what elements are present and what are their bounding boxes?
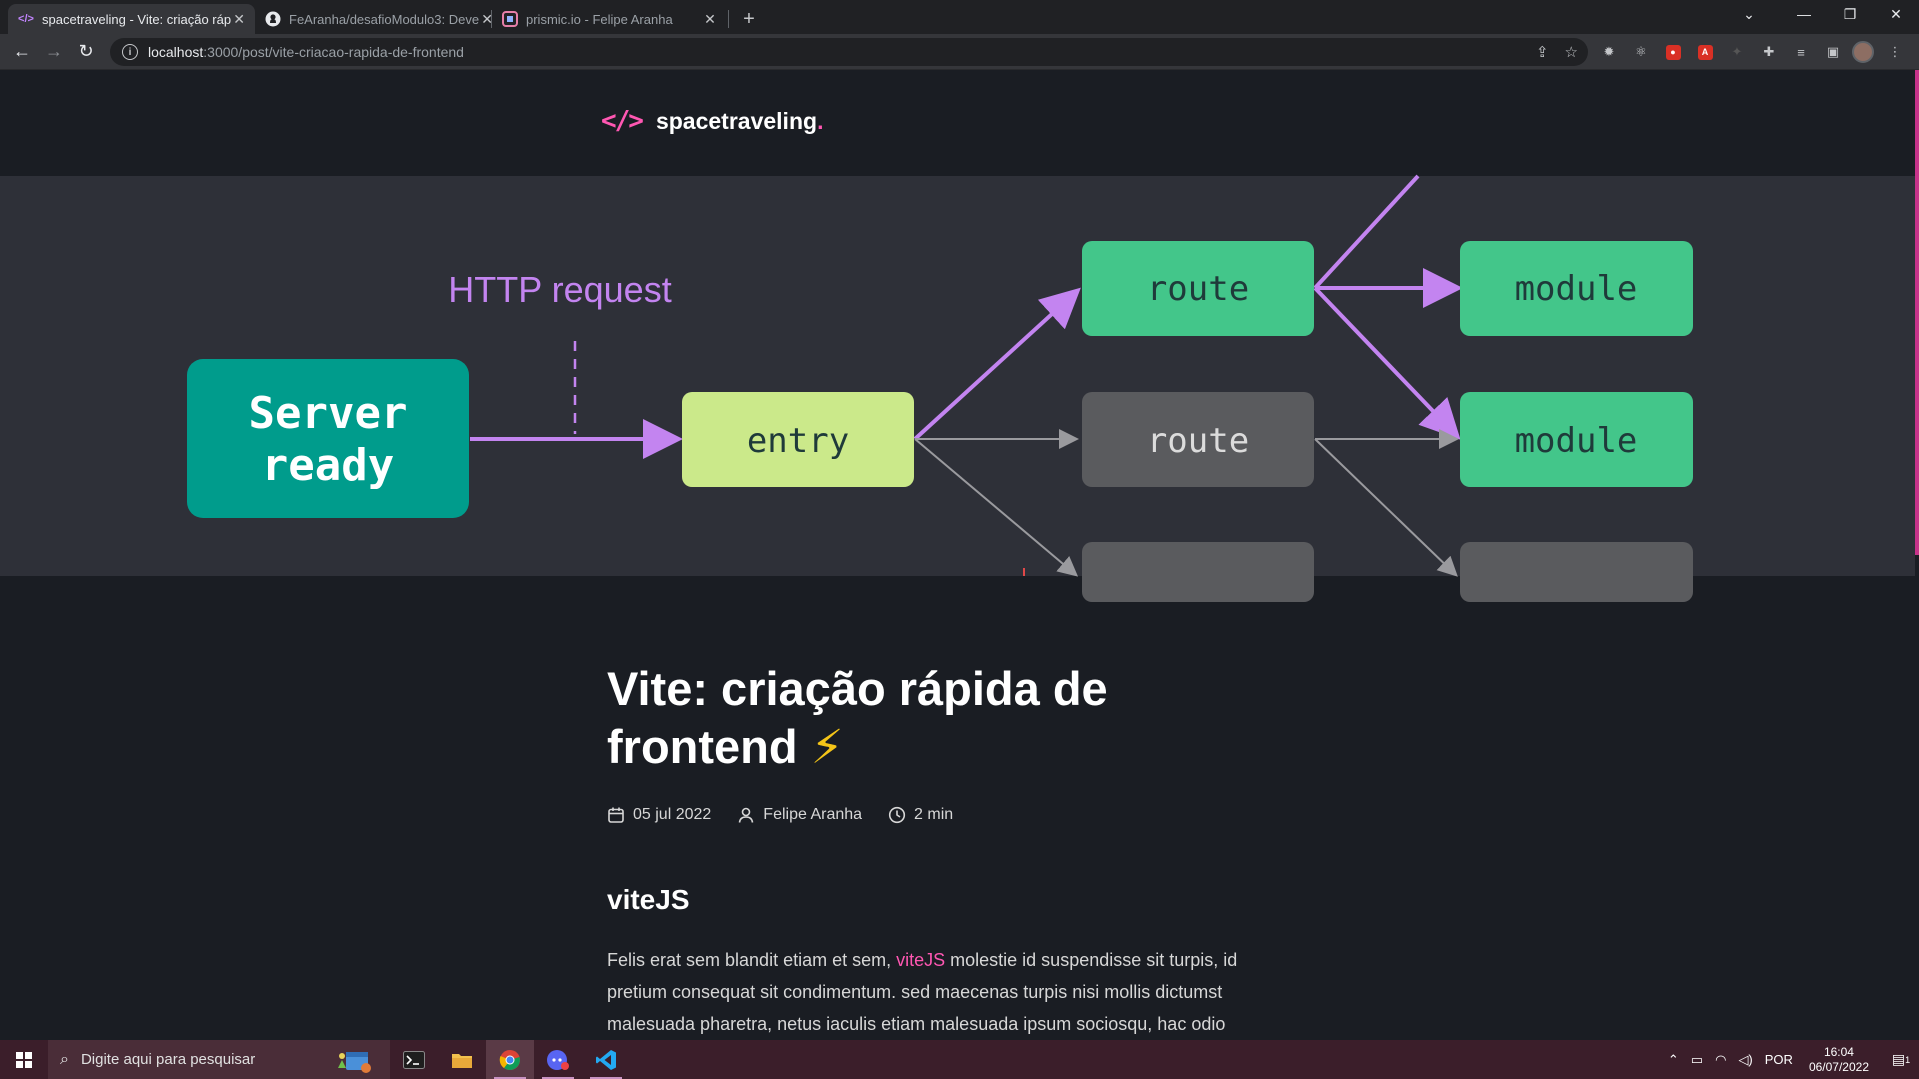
restore-icon[interactable]: ❐ bbox=[1843, 5, 1857, 22]
tab-spacetraveling[interactable]: </> spacetraveling - Vite: criação ráp ✕ bbox=[8, 4, 255, 34]
discord-icon[interactable] bbox=[534, 1040, 582, 1079]
close-tab-icon[interactable]: ✕ bbox=[704, 10, 716, 27]
clock-icon bbox=[888, 806, 906, 824]
notification-center-icon[interactable]: ▤1 bbox=[1891, 1051, 1911, 1067]
site-logo[interactable]: </> spacetraveling . bbox=[601, 106, 823, 136]
server-ready-label-line1: Server bbox=[249, 388, 408, 439]
calendar-icon bbox=[608, 807, 624, 823]
windows-logo-icon bbox=[16, 1051, 32, 1068]
red-extension-icon[interactable]: ● bbox=[1660, 39, 1686, 65]
page-content: </> spacetraveling . bbox=[0, 70, 1919, 1040]
reading-list-icon[interactable]: ≡ bbox=[1797, 44, 1805, 60]
share-icon[interactable]: ⇪ bbox=[1535, 44, 1549, 61]
clock-time: 16:04 bbox=[1823, 1044, 1854, 1059]
side-panel-icon[interactable]: ▣ bbox=[1826, 44, 1840, 59]
pdf-extension-icon[interactable]: A bbox=[1692, 39, 1718, 65]
reload-icon[interactable]: ↻ bbox=[78, 41, 94, 61]
http-request-label: HTTP request bbox=[448, 269, 671, 310]
minimize-icon[interactable]: — bbox=[1797, 6, 1811, 22]
lightning-emoji: ⚡ bbox=[810, 720, 844, 773]
search-icon: ⌕ bbox=[60, 1050, 69, 1068]
browser-toolbar: ← → ↻ i localhost:3000/post/vite-criacao… bbox=[0, 34, 1919, 70]
address-bar[interactable]: i localhost:3000/post/vite-criacao-rapid… bbox=[110, 38, 1588, 66]
tab-title: spacetraveling - Vite: criação ráp bbox=[42, 11, 232, 27]
tab-divider bbox=[728, 10, 729, 28]
tab-divider bbox=[491, 10, 492, 28]
start-button[interactable] bbox=[0, 1040, 48, 1079]
back-icon[interactable]: ← bbox=[13, 41, 31, 61]
profile-avatar[interactable] bbox=[1852, 41, 1874, 63]
vite-diagram: HTTP request Server ready entry route ro… bbox=[187, 174, 1693, 602]
new-tab-button[interactable]: + bbox=[743, 7, 755, 30]
tab-prismic[interactable]: prismic.io - Felipe Aranha ✕ bbox=[492, 4, 728, 34]
dark-extension-icon[interactable]: ✦ bbox=[1731, 44, 1743, 59]
chevron-down-icon[interactable]: ⌄ bbox=[1743, 5, 1755, 22]
github-icon bbox=[265, 11, 281, 27]
prismic-icon bbox=[502, 11, 518, 27]
entry-label: entry bbox=[747, 421, 849, 461]
windows-taskbar: ⌕ Digite aqui para pesquisar ⌃ ▭ ◠ ◁) PO… bbox=[0, 1040, 1919, 1079]
site-info-icon[interactable]: i bbox=[122, 44, 138, 60]
url-text[interactable]: localhost:3000/post/vite-criacao-rapida-… bbox=[148, 44, 464, 60]
close-tab-icon[interactable]: ✕ bbox=[481, 10, 493, 27]
site-name-dot: . bbox=[817, 107, 824, 134]
post-author: Felipe Aranha bbox=[737, 806, 862, 824]
site-name: spacetraveling bbox=[655, 107, 818, 134]
post-paragraph: Felis erat sem blandit etiam et sem, vit… bbox=[607, 950, 1238, 1034]
show-hidden-icons-icon[interactable]: ⌃ bbox=[1667, 1051, 1679, 1067]
vitejs-link[interactable]: viteJS bbox=[896, 950, 946, 970]
module-top-label: module bbox=[1515, 269, 1638, 309]
page-scrollbar[interactable] bbox=[1915, 70, 1919, 555]
section-heading: viteJS bbox=[607, 884, 690, 915]
volume-icon[interactable]: ◁) bbox=[1738, 1051, 1753, 1067]
post-reading-time: 2 min bbox=[888, 806, 953, 824]
chrome-taskbar-icon[interactable] bbox=[486, 1040, 534, 1079]
close-window-icon[interactable]: ✕ bbox=[1890, 5, 1902, 22]
user-icon bbox=[739, 807, 754, 823]
tab-github[interactable]: FeAranha/desafioModulo3: Deve ✕ bbox=[255, 4, 493, 34]
battery-icon[interactable]: ▭ bbox=[1690, 1051, 1704, 1067]
clock-date: 06/07/2022 bbox=[1808, 1059, 1869, 1074]
logo-code-icon: </> bbox=[601, 106, 644, 136]
terminal-icon[interactable] bbox=[390, 1040, 438, 1079]
language-indicator[interactable]: POR bbox=[1764, 1052, 1793, 1067]
puzzle-extensions-icon[interactable]: ✚ bbox=[1763, 44, 1775, 59]
post-title: Vite: criação rápida de frontend ⚡ bbox=[607, 662, 1108, 773]
forward-icon[interactable]: → bbox=[45, 41, 63, 61]
window-controls: ⌄ — ❐ ✕ bbox=[1729, 0, 1919, 30]
react-devtools-icon[interactable]: ⚛ bbox=[1635, 44, 1647, 59]
site-header: </> spacetraveling . bbox=[0, 70, 1919, 176]
file-explorer-icon[interactable] bbox=[438, 1040, 486, 1079]
menu-kebab-icon[interactable]: ⋮ bbox=[1888, 44, 1902, 59]
route-mid-label: route bbox=[1147, 421, 1249, 461]
post-date: 05 jul 2022 bbox=[607, 806, 711, 824]
post-banner-image: HTTP request Server ready entry route ro… bbox=[0, 174, 1915, 602]
module-mid-label: module bbox=[1515, 421, 1638, 461]
extensions-area: ✹ ⚛ ● A ✦ ✚ ≡ ▣ ⋮ bbox=[1596, 38, 1914, 66]
taskbar-search-placeholder: Digite aqui para pesquisar bbox=[80, 1051, 256, 1068]
system-tray: ⌃ ▭ ◠ ◁) POR 16:04 06/07/2022 ▤1 bbox=[1662, 1040, 1919, 1079]
taskbar-search[interactable]: ⌕ Digite aqui para pesquisar bbox=[48, 1040, 390, 1079]
bookmark-star-icon[interactable]: ☆ bbox=[1564, 44, 1578, 61]
taskbar-clock[interactable]: 16:04 06/07/2022 bbox=[1809, 1045, 1869, 1075]
network-icon[interactable]: ◠ bbox=[1715, 1051, 1727, 1067]
post-content: Vite: criação rápida de frontend ⚡ 05 ju… bbox=[607, 660, 1307, 1040]
tab-title: prismic.io - Felipe Aranha bbox=[526, 11, 673, 27]
browser-tab-strip: </> spacetraveling - Vite: criação ráp ✕… bbox=[0, 0, 1919, 34]
vscode-icon[interactable] bbox=[582, 1040, 630, 1079]
settings-extension-icon[interactable]: ✹ bbox=[1603, 44, 1615, 59]
search-highlight-image bbox=[338, 1052, 371, 1073]
close-tab-icon[interactable]: ✕ bbox=[233, 10, 245, 27]
tab-title: FeAranha/desafioModulo3: Deve bbox=[289, 11, 480, 27]
route-top-label: route bbox=[1147, 269, 1249, 309]
server-ready-label-line2: ready bbox=[262, 440, 394, 491]
post-meta: 05 jul 2022 Felipe Aranha 2 min bbox=[607, 806, 1307, 824]
code-icon: </> bbox=[18, 13, 34, 25]
